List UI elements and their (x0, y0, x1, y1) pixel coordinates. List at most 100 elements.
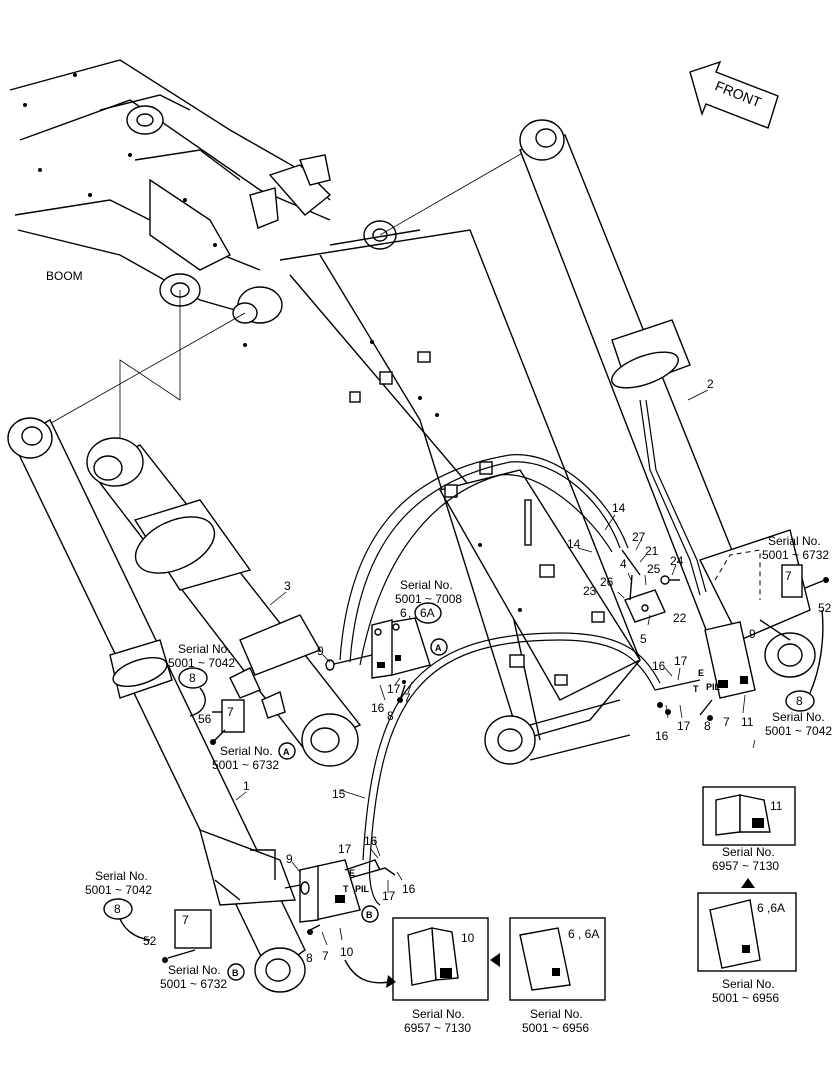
port-e-left: E (349, 868, 355, 878)
part-6-center: 6 (400, 606, 407, 620)
part-7-l: 7 (322, 949, 329, 963)
part-17-c: 17 (387, 682, 401, 696)
svg-text:A: A (283, 747, 290, 757)
serial-notes: Serial No. 5001 ~ 7008 Serial No. 5001 ~… (85, 534, 832, 991)
serial-range-mr: 5001 ~ 7042 (765, 724, 832, 738)
port-pil-right: PIL (706, 682, 721, 692)
boom-cylinder-3 (86, 437, 362, 767)
svg-text:8: 8 (189, 671, 196, 685)
svg-text:11: 11 (770, 799, 783, 813)
clamp-7-right (781, 564, 829, 598)
part-11-r: 11 (741, 715, 754, 729)
svg-text:Serial No.: Serial No. (412, 1007, 465, 1021)
serial-label-ml: Serial No. (220, 744, 273, 758)
part-26: 26 (600, 575, 614, 589)
svg-text:6A: 6A (420, 606, 435, 620)
serial-range-ul: 5001 ~ 7042 (168, 656, 235, 670)
inset-valve-10: 10 Serial No. 6957 ~ 7130 (392, 917, 489, 1035)
svg-text:5001 ~ 6956: 5001 ~ 6956 (712, 991, 779, 1005)
part-16-r2: 16 (655, 729, 669, 743)
svg-text:B: B (366, 910, 373, 920)
part-5: 5 (640, 632, 647, 646)
part-7-lclamp: 7 (182, 913, 189, 927)
serial-label-ul: Serial No. (178, 642, 231, 656)
marker-8-right: 8 (785, 609, 824, 712)
clamp-7-left (162, 879, 241, 963)
marker-b-valve: B (361, 905, 379, 923)
bracket-5 (621, 549, 680, 623)
part-14-a: 14 (612, 501, 626, 515)
inset-valve-11: 11 Serial No. 6957 ~ 7130 (702, 786, 796, 873)
svg-text:6 ,6A: 6 ,6A (757, 901, 785, 915)
svg-text:10: 10 (461, 931, 475, 945)
part-9-center: 9 (317, 644, 324, 658)
front-arrow: FRONT (689, 60, 779, 129)
part-10-l: 10 (340, 945, 354, 959)
clamp-7-upper (210, 699, 245, 745)
port-t-right: T (693, 684, 699, 694)
part-16-r: 16 (652, 659, 666, 673)
part-9-right: 9 (749, 627, 756, 641)
svg-text:Serial No.: Serial No. (530, 1007, 583, 1021)
serial-range-ml: 5001 ~ 6732 (212, 758, 279, 772)
part-56: 56 (198, 712, 212, 726)
svg-text:8: 8 (114, 902, 121, 916)
part-14-b: 14 (567, 537, 581, 551)
curve-arrow-bottom (344, 959, 391, 984)
serial-label-lb: Serial No. (168, 963, 221, 977)
part-25: 25 (647, 562, 661, 576)
part-17-r: 17 (674, 654, 688, 668)
svg-text:6957 ~ 7130: 6957 ~ 7130 (404, 1021, 471, 1035)
inset-valve-6-right: 6 ,6A Serial No. 5001 ~ 6956 (697, 892, 797, 1005)
part-8-c: 8 (387, 709, 394, 723)
serial-label-c: Serial No. (400, 578, 453, 592)
marker-8-upper: 8 (178, 667, 208, 717)
part-7-c: 7 (404, 691, 411, 705)
part-3: 3 (284, 579, 291, 593)
valve-6-center (325, 617, 431, 703)
part-16-l: 16 (364, 834, 378, 848)
marker-6a-center: 6A (414, 602, 442, 624)
marker-8-lower: 8 (103, 898, 151, 941)
part-27: 27 (632, 530, 646, 544)
port-pil-left: PIL (355, 884, 370, 894)
part-16-c: 16 (371, 701, 385, 715)
svg-text:Serial No.: Serial No. (722, 977, 775, 991)
serial-label-mr: Serial No. (772, 710, 825, 724)
part-22: 22 (673, 611, 687, 625)
leader-lines (235, 389, 756, 946)
part-numbers: 2 3 1 15 9 9 9 14 14 27 4 21 24 26 25 23… (143, 377, 832, 965)
serial-range-ll: 5001 ~ 7042 (85, 883, 152, 897)
svg-text:6957 ~ 7130: 6957 ~ 7130 (712, 859, 779, 873)
part-17-l2: 17 (382, 889, 396, 903)
hoses (339, 399, 707, 906)
valve-11-right (654, 621, 756, 721)
part-15: 15 (332, 787, 346, 801)
marker-a-left: A (278, 742, 296, 760)
part-7-upclamp: 7 (227, 705, 234, 719)
svg-text:Serial No.: Serial No. (722, 845, 775, 859)
serial-range-lb: 5001 ~ 6732 (160, 977, 227, 991)
part-1: 1 (243, 779, 250, 793)
svg-text:6 , 6A: 6 , 6A (568, 927, 599, 941)
part-4: 4 (620, 557, 627, 571)
serial-range-c: 5001 ~ 7008 (395, 592, 462, 606)
port-e-right: E (698, 668, 704, 678)
part-8-r: 8 (704, 719, 711, 733)
arrow-left-triangle (490, 953, 500, 967)
part-16-l2: 16 (402, 882, 416, 896)
part-8-l: 8 (306, 951, 313, 965)
part-52-r: 52 (818, 601, 832, 615)
part-17-l: 17 (338, 842, 352, 856)
serial-range-ur: 5001 ~ 6732 (762, 548, 829, 562)
svg-text:8: 8 (796, 694, 803, 708)
boom-cylinder-2 (519, 119, 816, 678)
arrow-up-triangle (741, 878, 755, 888)
valve-10-lower (284, 859, 396, 935)
serial-label-ur: Serial No. (768, 534, 821, 548)
part-17-r2: 17 (677, 719, 691, 733)
svg-text:A: A (435, 643, 442, 653)
marker-a-center: A (430, 638, 448, 656)
port-t-left: T (343, 884, 349, 894)
